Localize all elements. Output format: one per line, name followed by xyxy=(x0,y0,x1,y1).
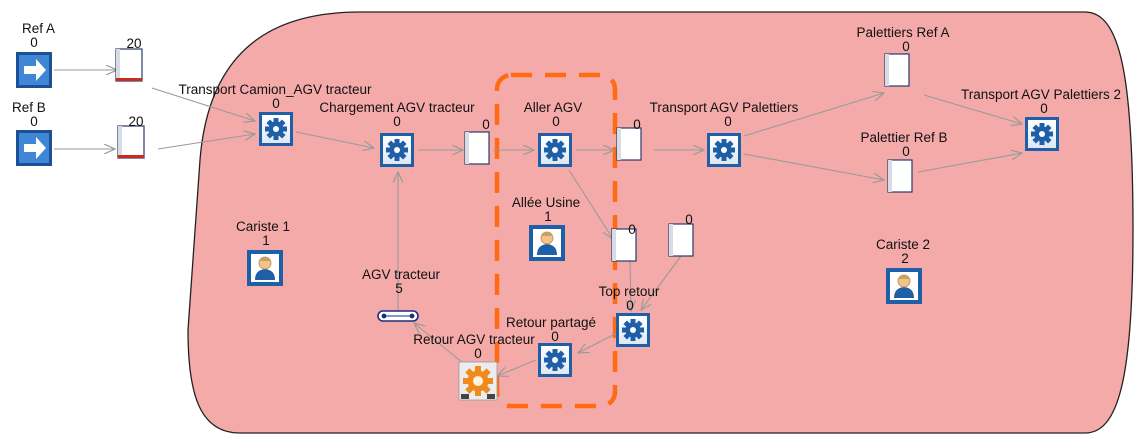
transport-palettiers-2-label: Transport AGV Palettiers 2 xyxy=(960,87,1122,102)
buffer-after-aller-count: 0 xyxy=(633,117,641,132)
allee-usine-count: 1 xyxy=(544,209,552,224)
retour-agv-tracteur-count: 0 xyxy=(474,346,482,361)
palettier-ref-b-label: Palettier Ref B xyxy=(860,130,948,145)
buffer-after-aller-icon[interactable] xyxy=(616,127,642,161)
retour-partage-count: 0 xyxy=(551,329,559,344)
cariste-2-count: 2 xyxy=(901,251,909,266)
arrow-ref-b-to-transport-2 xyxy=(917,153,1022,173)
transport-palettiers-count: 0 xyxy=(724,114,732,129)
allee-usine-operator-icon[interactable] xyxy=(528,224,566,262)
assembly-gear-icon[interactable] xyxy=(458,361,498,401)
conveyor-icon[interactable] xyxy=(377,310,419,322)
aller-agv-gear-icon[interactable] xyxy=(538,133,572,167)
arrow-assembly-to-conveyor xyxy=(414,323,464,364)
arrow-transport-to-chargement xyxy=(295,131,374,148)
stock-b-buffer-icon[interactable] xyxy=(117,125,145,159)
chargement-count: 0 xyxy=(393,114,401,129)
transport-palettiers-label: Transport AGV Palettiers xyxy=(649,100,799,115)
transport-camion-count: 0 xyxy=(272,96,280,111)
shared-zone-frame xyxy=(494,72,618,409)
retour-agv-tracteur-label: Retour AGV tracteur xyxy=(413,332,535,347)
palettiers-ref-a-count: 0 xyxy=(902,39,910,54)
buffer-after-chargement-count: 0 xyxy=(482,117,490,132)
aller-agv-count: 0 xyxy=(552,114,560,129)
palettiers-ref-a-label: Palettiers Ref A xyxy=(856,25,950,40)
ref-a-count: 0 xyxy=(30,35,38,50)
arrow-retour-partage-to-assembly xyxy=(497,359,537,376)
stock-a-buffer-icon[interactable] xyxy=(115,48,143,82)
cariste-1-operator-icon[interactable] xyxy=(246,249,284,287)
transport-palettiers-2-count: 0 xyxy=(1040,101,1048,116)
transport-camion-gear-icon[interactable] xyxy=(259,112,293,146)
ref-b-label: Ref B xyxy=(12,100,46,115)
arrow-top-retour-to-retour-partage xyxy=(578,332,618,353)
flow-arrows xyxy=(54,70,1022,376)
entry-arrow-icon-ref-b[interactable] xyxy=(16,130,52,166)
chargement-gear-icon[interactable] xyxy=(380,133,414,167)
aller-agv-label: Aller AGV xyxy=(523,100,583,115)
cariste-2-operator-icon[interactable] xyxy=(885,267,923,305)
palettiers-ref-a-buffer-icon[interactable] xyxy=(884,53,910,87)
arrow-aller-to-buffer-mid xyxy=(568,169,613,239)
arrow-stock-b-to-transport xyxy=(157,134,255,150)
retour-partage-gear-icon[interactable] xyxy=(538,343,572,377)
transport-palettiers-2-gear-icon[interactable] xyxy=(1025,117,1059,151)
cariste-2-label: Cariste 2 xyxy=(875,237,931,252)
buffer-after-chargement-icon[interactable] xyxy=(464,131,490,165)
stock-b-count: 20 xyxy=(128,114,144,129)
buffer-right-count: 0 xyxy=(685,212,693,227)
palettier-ref-b-count: 0 xyxy=(902,144,910,159)
buffer-right-icon[interactable] xyxy=(668,223,694,257)
buffer-mid-count: 0 xyxy=(628,222,636,237)
ref-b-count: 0 xyxy=(30,114,38,129)
allee-usine-label: Allée Usine xyxy=(511,195,581,210)
retour-partage-label: Retour partagé xyxy=(505,315,597,330)
top-retour-gear-icon[interactable] xyxy=(616,313,650,347)
entry-arrow-icon-ref-a[interactable] xyxy=(16,52,52,88)
stock-a-count: 20 xyxy=(126,36,142,51)
ref-a-label: Ref A xyxy=(22,21,56,36)
cariste-1-label: Cariste 1 xyxy=(235,219,291,234)
transport-camion-label: Transport Camion_AGV tracteur xyxy=(178,82,372,97)
arrow-stock-a-to-transport xyxy=(151,87,255,121)
transport-palettiers-gear-icon[interactable] xyxy=(707,133,741,167)
top-retour-count: 0 xyxy=(626,298,634,313)
arrow-buffer-right-to-top-retour xyxy=(641,255,682,310)
arrow-transport-palettiers-to-ref-b xyxy=(743,153,884,180)
top-retour-label: Top retour xyxy=(598,284,660,299)
agv-tracteur-count: 5 xyxy=(395,281,403,296)
arrow-ref-a-to-transport-2 xyxy=(923,94,1022,124)
cariste-1-count: 1 xyxy=(262,233,270,248)
arrow-buffer-mid-to-top-retour xyxy=(630,259,631,311)
agv-tracteur-label: AGV tracteur xyxy=(361,267,441,282)
production-zone xyxy=(187,11,1134,434)
palettier-ref-b-buffer-icon[interactable] xyxy=(887,159,913,193)
arrow-transport-palettiers-to-ref-a xyxy=(743,93,884,137)
chargement-label: Chargement AGV tracteur xyxy=(319,100,475,115)
